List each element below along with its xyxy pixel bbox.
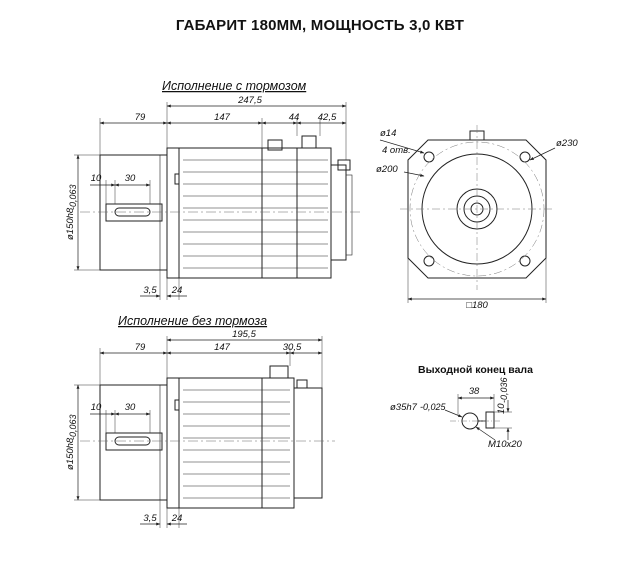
shaft-end-heading: Выходной конец вала <box>418 364 533 376</box>
dim-24: 24 <box>171 513 183 524</box>
dim-shaft-dia: ø35h7 <box>390 402 418 413</box>
dim-10: 10 <box>91 402 102 413</box>
power-connector <box>267 139 283 151</box>
key-width-label: 10 -0,036 <box>496 377 509 414</box>
dim-thread: M10x20 <box>488 439 523 450</box>
mount-hole <box>519 255 531 267</box>
dim-147: 147 <box>214 342 231 353</box>
dim-30: 30 <box>125 402 136 413</box>
dim-79: 79 <box>135 342 146 353</box>
mount-flange <box>166 147 180 279</box>
front-view: ø14 4 отв. ø200 ø230 □180 <box>376 125 578 311</box>
dim-spigot-dia: ø200 <box>376 164 398 175</box>
dim-44: 44 <box>289 112 300 123</box>
flange-diameter-label: ø150h8 -0,063 <box>65 184 78 240</box>
encoder-housing <box>293 387 323 499</box>
view-without-brake-heading: Исполнение без тормоза <box>118 314 267 328</box>
mount-flange <box>166 377 180 509</box>
dim-overall-brake: 247,5 <box>237 95 262 106</box>
dim-square: □180 <box>466 300 488 311</box>
dim-42-5: 42,5 <box>318 112 337 123</box>
power-connector <box>269 365 289 379</box>
dim-79: 79 <box>135 112 146 123</box>
view-without-brake: Исполнение без тормоза <box>65 314 335 528</box>
mount-hole <box>423 151 435 163</box>
flange-diameter-label: ø150h8 -0,063 <box>65 414 78 470</box>
square-flange <box>407 139 547 279</box>
dim-shaft-tol: -0,025 <box>420 402 447 412</box>
dim-pcd: ø230 <box>556 138 578 149</box>
dim-147: 147 <box>214 112 231 123</box>
dim-key-width: 10 <box>496 403 507 414</box>
mount-hole <box>423 255 435 267</box>
shaft-end-view: Выходной конец вала 38 ø35h7 <box>390 364 533 450</box>
dim-24: 24 <box>171 285 183 296</box>
dim-overall-nobrake: 195,5 <box>232 329 256 340</box>
dim-flange-tol: -0,063 <box>68 414 78 440</box>
dim-shaft-length: 38 <box>469 386 480 397</box>
view-with-brake-heading: Исполнение с тормозом <box>162 79 307 93</box>
dim-hole-dia: ø14 <box>380 128 396 139</box>
view-with-brake: Исполнение с тормозом <box>65 79 360 300</box>
motor-body <box>178 377 295 509</box>
encoder-connector <box>301 135 317 149</box>
dim-3-5: 3,5 <box>143 285 157 296</box>
dim-flange-dia: ø150h8 <box>65 437 76 470</box>
dim-3-5: 3,5 <box>143 513 157 524</box>
dim-flange-dia: ø150h8 <box>65 207 76 240</box>
dim-10: 10 <box>91 173 102 184</box>
dim-key-tol: -0,036 <box>499 377 509 403</box>
brake-section <box>330 164 347 261</box>
dim-30-5: 30,5 <box>283 342 302 353</box>
dim-30: 30 <box>125 173 136 184</box>
dim-holes-count: 4 отв. <box>382 145 411 156</box>
motor-body <box>178 147 332 279</box>
mount-hole <box>519 151 531 163</box>
page-title: ГАБАРИТ 180ММ, МОЩНОСТЬ 3,0 КВТ <box>175 17 465 34</box>
dim-flange-tol: -0,063 <box>68 184 78 210</box>
